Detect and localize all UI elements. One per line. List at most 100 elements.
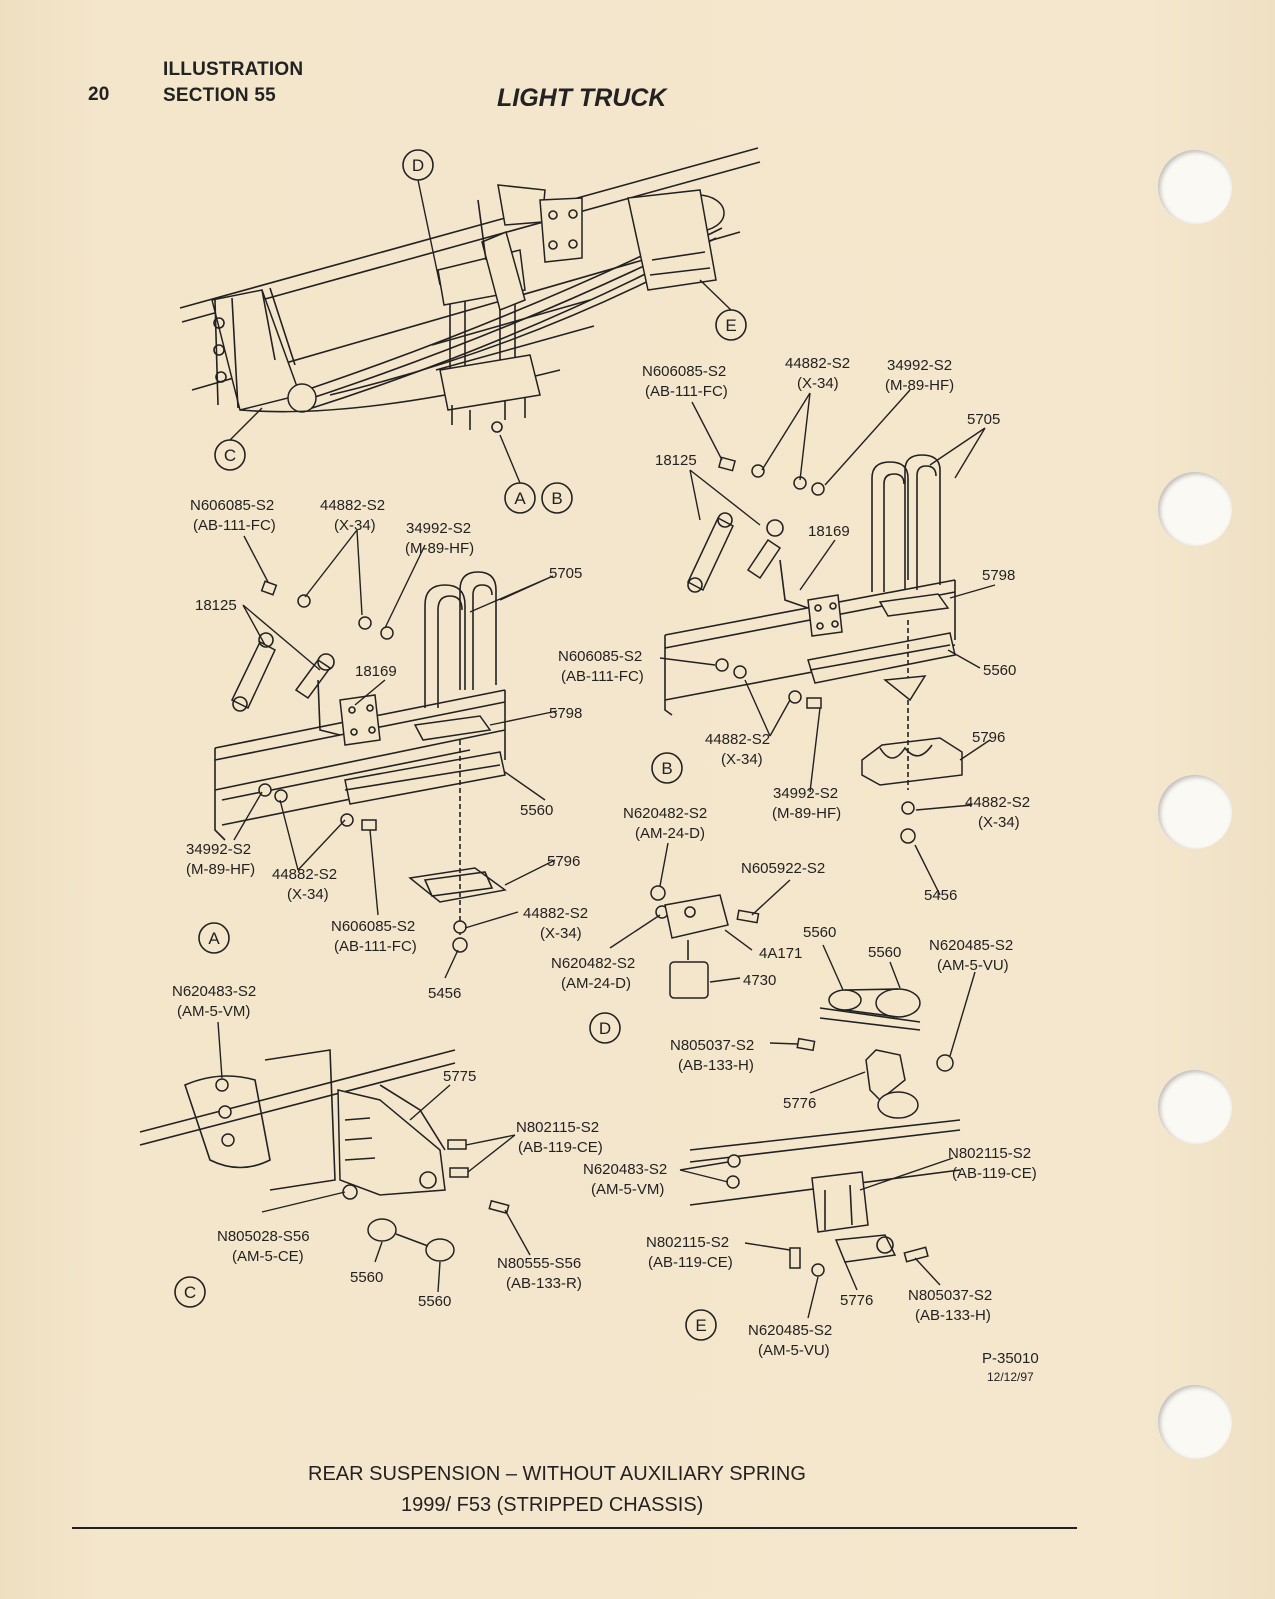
callout: N606085-S2	[190, 497, 274, 514]
callout: (X-34)	[334, 517, 376, 534]
svg-text:A: A	[514, 489, 526, 508]
svg-text:C: C	[224, 446, 236, 465]
binder-hole	[1158, 1070, 1232, 1144]
callout: 5560	[520, 802, 553, 819]
svg-text:D: D	[412, 156, 424, 175]
callout: (AM-24-D)	[561, 975, 631, 992]
svg-text:D: D	[599, 1019, 611, 1038]
callout: (M-89-HF)	[405, 540, 474, 557]
callout: 18169	[355, 663, 397, 680]
callout: (AB-111-FC)	[645, 383, 728, 400]
callout: N605922-S2	[741, 860, 825, 877]
view-c-assembly	[139, 1049, 510, 1262]
callout: 18125	[195, 597, 237, 614]
view-d-assembly	[650, 885, 760, 999]
binder-hole	[1158, 1385, 1232, 1459]
view-a-assembly	[214, 571, 507, 953]
callout: N80555-S56	[497, 1255, 581, 1272]
callout: (X-34)	[978, 814, 1020, 831]
callout: (AM-5-VM)	[591, 1181, 664, 1198]
callout: (AB-133-H)	[915, 1307, 991, 1324]
callout: 34992-S2	[186, 841, 251, 858]
callout: (AB-133-H)	[678, 1057, 754, 1074]
callout: 5456	[428, 985, 461, 1002]
callout: 5705	[967, 411, 1000, 428]
callout: (AM-5-CE)	[232, 1248, 304, 1265]
callout: (AB-111-FC)	[561, 668, 644, 685]
callout: 18125	[655, 452, 697, 469]
callout: N606085-S2	[642, 363, 726, 380]
svg-text:A: A	[208, 929, 220, 948]
callout: N606085-S2	[331, 918, 415, 935]
callout: (AB-111-FC)	[193, 517, 276, 534]
callout: N805037-S2	[670, 1037, 754, 1054]
callout: (X-34)	[540, 925, 582, 942]
callout: (AB-133-R)	[506, 1275, 582, 1292]
callout: 5705	[549, 565, 582, 582]
callout: N620483-S2	[583, 1161, 667, 1178]
caption-subtitle: 1999/ F53 (STRIPPED CHASSIS)	[401, 1494, 704, 1516]
callout: 34992-S2	[887, 357, 952, 374]
callout: 44882-S2	[320, 497, 385, 514]
callout: N620485-S2	[929, 937, 1013, 954]
overview-assembly	[179, 147, 761, 433]
callout: 18169	[808, 523, 850, 540]
callout: 5560	[803, 924, 836, 941]
callout: 4A171	[759, 945, 802, 962]
leader-lines	[217, 179, 996, 1319]
svg-text:B: B	[551, 489, 562, 508]
callout: (M-89-HF)	[772, 805, 841, 822]
view-b-assembly	[664, 454, 963, 844]
caption-title: REAR SUSPENSION – WITHOUT AUXILIARY SPRI…	[308, 1463, 806, 1485]
callout: (AB-119-CE)	[648, 1254, 733, 1271]
footer-rule	[72, 1527, 1077, 1529]
callout: (X-34)	[721, 751, 763, 768]
callout: N802115-S2	[516, 1119, 599, 1136]
callout: 44882-S2	[705, 731, 770, 748]
callout: 44882-S2	[523, 905, 588, 922]
callout: 5560	[350, 1269, 383, 1286]
binder-hole	[1158, 150, 1232, 224]
callout: 5456	[924, 887, 957, 904]
callout: (X-34)	[797, 375, 839, 392]
callout: N620482-S2	[551, 955, 635, 972]
callout: 5560	[983, 662, 1016, 679]
svg-text:E: E	[695, 1316, 706, 1335]
header-section: SECTION 55	[163, 85, 276, 106]
callout: N802115-S2	[646, 1234, 729, 1251]
callout: N805028-S56	[217, 1228, 310, 1245]
callout: 5796	[972, 729, 1005, 746]
callout: N620482-S2	[623, 805, 707, 822]
page-title: LIGHT TRUCK	[497, 84, 667, 112]
callout: 34992-S2	[406, 520, 471, 537]
callout: 5798	[549, 705, 582, 722]
svg-text:E: E	[725, 316, 736, 335]
callout: 34992-S2	[773, 785, 838, 802]
callout: (AB-119-CE)	[518, 1139, 603, 1156]
callout: 4730	[743, 972, 776, 989]
callout: 44882-S2	[272, 866, 337, 883]
page-number: 20	[88, 84, 110, 105]
callout: (M-89-HF)	[885, 377, 954, 394]
callout: 5798	[982, 567, 1015, 584]
callout: N802115-S2	[948, 1145, 1031, 1162]
callout: N620485-S2	[748, 1322, 832, 1339]
callout: (AB-119-CE)	[952, 1165, 1037, 1182]
callout: (AM-5-VU)	[937, 957, 1009, 974]
callout: N805037-S2	[908, 1287, 992, 1304]
binder-hole	[1158, 775, 1232, 849]
header-illustration: ILLUSTRATION	[163, 59, 304, 80]
callout: (AM-5-VU)	[758, 1342, 830, 1359]
callout: (AM-5-VM)	[177, 1003, 250, 1020]
callout: 44882-S2	[965, 794, 1030, 811]
svg-text:C: C	[184, 1283, 196, 1302]
drawing-date: 12/12/97	[987, 1370, 1034, 1384]
callout: 5560	[868, 944, 901, 961]
callout: 44882-S2	[785, 355, 850, 372]
callout: (M-89-HF)	[186, 861, 255, 878]
callout-labels: N606085-S2 (AB-111-FC) 44882-S2 (X-34) 3…	[172, 355, 1037, 1359]
callout: 5775	[443, 1068, 476, 1085]
drawing-number: P-35010	[982, 1350, 1039, 1367]
callout: 5796	[547, 853, 580, 870]
